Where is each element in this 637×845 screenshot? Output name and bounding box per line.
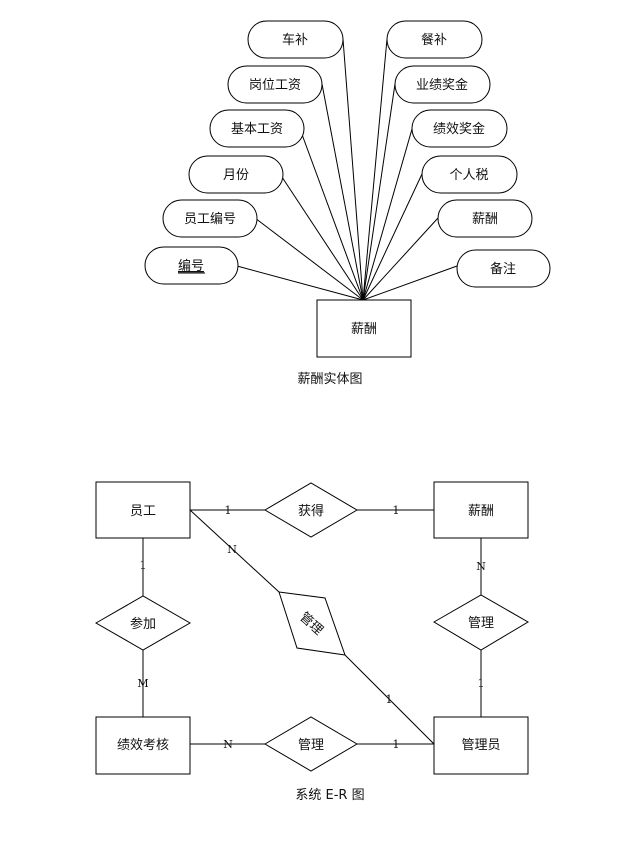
entity-xin-chou: 薪酬 — [316, 299, 412, 358]
card-manage-admin-bottom: 1 — [393, 738, 400, 751]
svg-text:个人税: 个人税 — [449, 168, 488, 183]
svg-text:获得: 获得 — [298, 503, 324, 519]
svg-text:管理: 管理 — [468, 616, 494, 631]
svg-text:基本工资: 基本工资 — [231, 122, 283, 137]
svg-text:车补: 车补 — [282, 32, 308, 48]
svg-text:编号: 编号 — [178, 259, 204, 274]
svg-text:管理: 管理 — [298, 738, 324, 753]
attribute-yue-fen: 月份 — [188, 155, 284, 194]
attribute-ye-ji-jiang-jin: 业绩奖金 — [394, 65, 491, 104]
er-diagram: 员工 薪酬 绩效考核 管理员 获得 参加 管理 管理 — [94, 481, 529, 803]
attribute-bei-zhu: 备注 — [456, 249, 551, 288]
er-diagram-caption: 系统 E-R 图 — [295, 788, 364, 803]
relationship-guan-li-assess: 管理 — [264, 716, 358, 772]
attribute-xin-chou: 薪酬 — [437, 199, 533, 238]
relationship-guan-li-employee: 管理 — [278, 591, 346, 656]
relationship-guan-li-salary: 管理 — [433, 594, 529, 651]
attribute-ge-ren-shui: 个人税 — [421, 155, 518, 194]
cardinality-labels: 1 1 1 M N 1 N 1 N 1 — [137, 504, 486, 751]
svg-text:薪酬: 薪酬 — [472, 212, 498, 227]
card-obtain-salary: 1 — [393, 504, 400, 517]
card-emp-participate: 1 — [140, 559, 147, 572]
entity-ji-xiao-kao-he: 绩效考核 — [95, 716, 191, 775]
attribute-bian-hao-key: 编号 — [144, 246, 239, 285]
card-salary-manage: N — [476, 560, 486, 573]
attribute-can-bu: 餐补 — [386, 20, 483, 59]
svg-text:员工: 员工 — [130, 504, 156, 519]
svg-text:参加: 参加 — [130, 616, 156, 632]
svg-text:备注: 备注 — [490, 261, 516, 277]
attribute-ji-ben-gong-zi: 基本工资 — [209, 109, 305, 148]
entity-xin-chou-er: 薪酬 — [433, 481, 529, 539]
entity-diagram-caption: 薪酬实体图 — [297, 372, 362, 387]
attribute-gang-wei-gong-zi: 岗位工资 — [227, 65, 323, 104]
svg-text:业绩奖金: 业绩奖金 — [416, 77, 468, 93]
card-emp-obtain: 1 — [225, 504, 232, 517]
relationship-can-jia: 参加 — [94, 595, 192, 651]
entity-guan-li-yuan: 管理员 — [433, 716, 529, 775]
er-connectors — [142, 509, 482, 745]
card-emp-manage: N — [227, 543, 237, 556]
entity-attribute-diagram: 车补 岗位工资 基本工资 月份 员工编号 编号 餐补 — [144, 20, 551, 387]
entity-yuan-gong: 员工 — [95, 481, 191, 539]
svg-text:薪酬: 薪酬 — [351, 322, 377, 337]
svg-text:管理员: 管理员 — [461, 738, 500, 753]
attribute-che-bu: 车补 — [247, 20, 344, 59]
attribute-ji-xiao-jiang-jin: 绩效奖金 — [411, 109, 508, 148]
svg-text:薪酬: 薪酬 — [468, 504, 494, 519]
card-participate-assess: M — [137, 677, 148, 690]
attribute-connectors — [236, 38, 458, 301]
card-assess-manage: N — [223, 738, 233, 751]
svg-text:餐补: 餐补 — [421, 32, 447, 48]
relationship-huo-de: 获得 — [264, 482, 358, 538]
attribute-yuan-gong-bian-hao: 员工编号 — [162, 199, 258, 238]
svg-text:岗位工资: 岗位工资 — [249, 78, 301, 93]
svg-text:月份: 月份 — [223, 168, 249, 183]
svg-text:绩效考核: 绩效考核 — [117, 738, 169, 753]
svg-text:绩效奖金: 绩效奖金 — [433, 121, 485, 137]
card-manage-admin: 1 — [386, 693, 393, 706]
svg-text:员工编号: 员工编号 — [184, 212, 236, 227]
card-manage-admin-right: 1 — [478, 677, 485, 690]
